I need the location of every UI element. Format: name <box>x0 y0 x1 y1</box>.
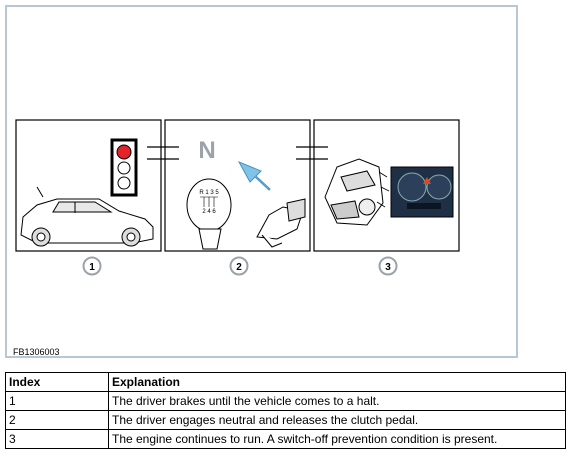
header-explanation: Explanation <box>108 372 566 392</box>
row-index: 2 <box>5 410 109 430</box>
clutch-pedal-icon <box>256 198 306 248</box>
warning-icon <box>423 177 431 184</box>
row-index: 1 <box>5 391 109 411</box>
figure-frame: N R 1 3 5 2 4 6 <box>5 5 518 358</box>
arrow-icon <box>237 161 271 191</box>
svg-text:2 4 6: 2 4 6 <box>202 209 216 215</box>
figure-id: FB1306003 <box>13 347 60 357</box>
row-index: 3 <box>5 429 109 449</box>
table-row: 1 The driver brakes until the vehicle co… <box>5 391 566 411</box>
row-text: The driver engages neutral and releases … <box>108 410 566 430</box>
engine-icon <box>324 158 390 226</box>
row-text: The engine continues to run. A switch-of… <box>108 429 566 449</box>
svg-text:2: 2 <box>236 262 242 273</box>
table-header-row: Index Explanation <box>5 372 566 392</box>
gear-letter: N <box>198 137 215 164</box>
panel-number-3: 3 <box>378 256 398 276</box>
instrument-cluster-icon <box>390 166 454 218</box>
traffic-light-icon <box>110 138 138 197</box>
panel-number-1: 1 <box>82 256 102 276</box>
illustration: N R 1 3 5 2 4 6 <box>15 119 460 276</box>
row-text: The driver brakes until the vehicle come… <box>108 391 566 411</box>
svg-text:1: 1 <box>89 262 95 273</box>
table-row: 2 The driver engages neutral and release… <box>5 410 566 430</box>
svg-text:3: 3 <box>385 262 391 273</box>
gear-knob-icon: R 1 3 5 2 4 6 <box>186 178 232 250</box>
table-row: 3 The engine continues to run. A switch-… <box>5 429 566 449</box>
panel-number-2: 2 <box>229 256 249 276</box>
legend-table: Index Explanation 1 The driver brakes un… <box>5 372 566 449</box>
car-icon <box>20 186 154 247</box>
panel-connectors <box>147 146 328 160</box>
svg-text:R 1 3 5: R 1 3 5 <box>199 190 219 196</box>
header-index: Index <box>5 372 109 392</box>
